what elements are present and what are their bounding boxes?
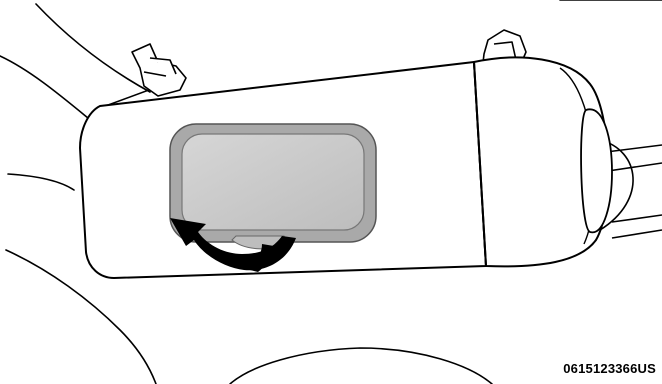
left-visor-clip: [132, 44, 186, 96]
mirror-glass: [182, 134, 364, 230]
vanity-mirror-icon: [170, 124, 376, 249]
figure-code: 0615123366US: [563, 361, 656, 376]
